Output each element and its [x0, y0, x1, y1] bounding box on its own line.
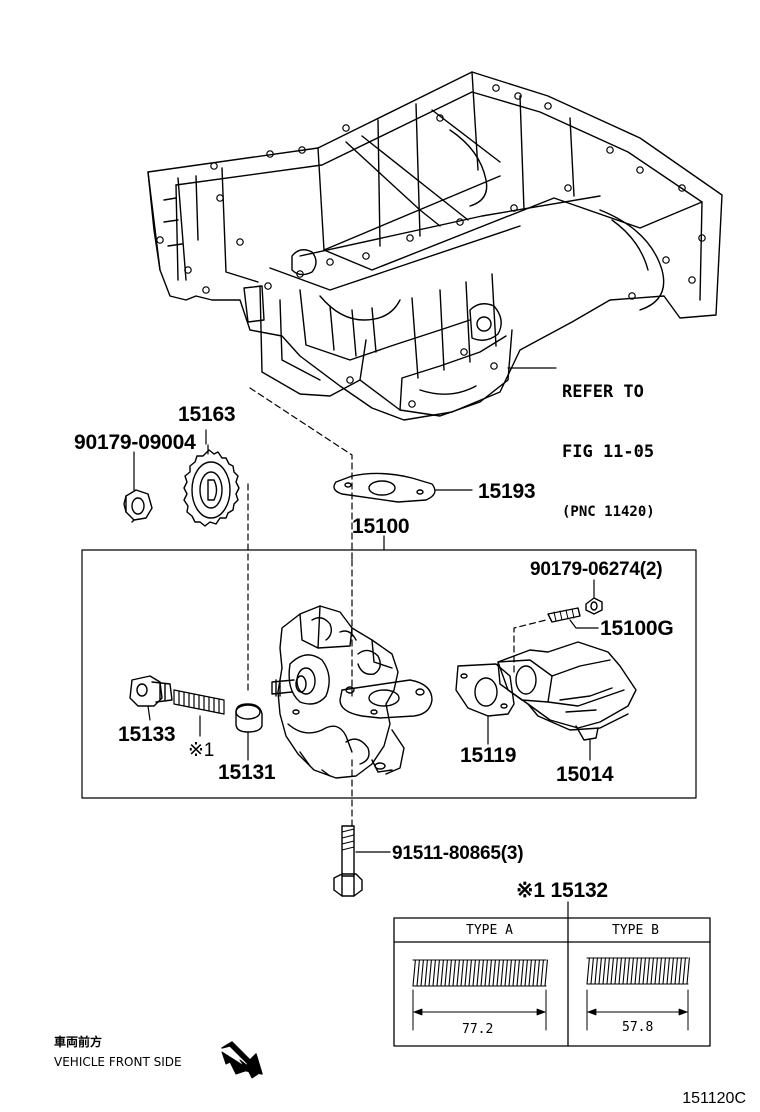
label-15014: 15014 — [556, 763, 614, 786]
label-15131: 15131 — [218, 761, 276, 784]
oil-pan-illustration — [147, 71, 723, 421]
vehicle-front-arrow-icon — [221, 1041, 263, 1079]
gasket-15119 — [455, 663, 515, 745]
refer-line-1: REFER TO — [562, 382, 644, 402]
label-15132: ※1 15132 — [516, 879, 608, 902]
refer-line-3: (PNC 11420) — [562, 504, 655, 520]
refer-line-2: FIG 11-05 — [562, 442, 655, 462]
label-note-mark-1: ※1 — [188, 740, 215, 761]
front-note-english: VEHICLE FRONT SIDE — [54, 1055, 182, 1069]
bolt-91511-80865 — [333, 825, 391, 897]
plug-15133 — [129, 675, 173, 721]
label-15193: 15193 — [478, 480, 536, 503]
label-15100: 15100 — [352, 515, 410, 538]
oil-pump-body — [271, 605, 433, 779]
type-b-header: TYPE B — [612, 923, 659, 938]
gasket-15193 — [333, 472, 473, 503]
spring-type-a — [412, 959, 548, 987]
type-b-length: 57.8 — [622, 1020, 654, 1035]
front-note-japanese: 車両前方 — [54, 1035, 103, 1049]
relief-valve-15131 — [235, 703, 263, 761]
spring-type-table — [393, 901, 711, 1047]
nut-90179-09004 — [123, 451, 153, 523]
sprocket-15163 — [183, 429, 240, 527]
label-90179-09004: 90179-09004 — [74, 431, 196, 454]
strainer-15014 — [497, 641, 637, 761]
refer-note: REFER TO FIG 11-05 (PNC 11420) — [562, 342, 655, 542]
spring-type-b — [586, 957, 690, 985]
label-15100G: 15100G — [600, 617, 674, 640]
label-91511-80865: 91511-80865(3) — [392, 843, 524, 864]
label-15119: 15119 — [460, 744, 517, 767]
label-15163: 15163 — [178, 403, 236, 426]
assembly-box-15100 — [81, 535, 697, 799]
vehicle-front-note: 車両前方 VEHICLE FRONT SIDE — [54, 1033, 182, 1069]
nut-90179-06274 — [585, 579, 603, 615]
stud-bolt-15100G — [547, 607, 599, 629]
diagram-code: 151120C — [682, 1090, 746, 1107]
label-15133: 15133 — [118, 723, 176, 746]
type-a-header: TYPE A — [466, 923, 513, 938]
type-a-length: 77.2 — [462, 1022, 494, 1037]
label-90179-06274: 90179-06274(2) — [530, 559, 663, 580]
relief-spring — [173, 689, 225, 737]
